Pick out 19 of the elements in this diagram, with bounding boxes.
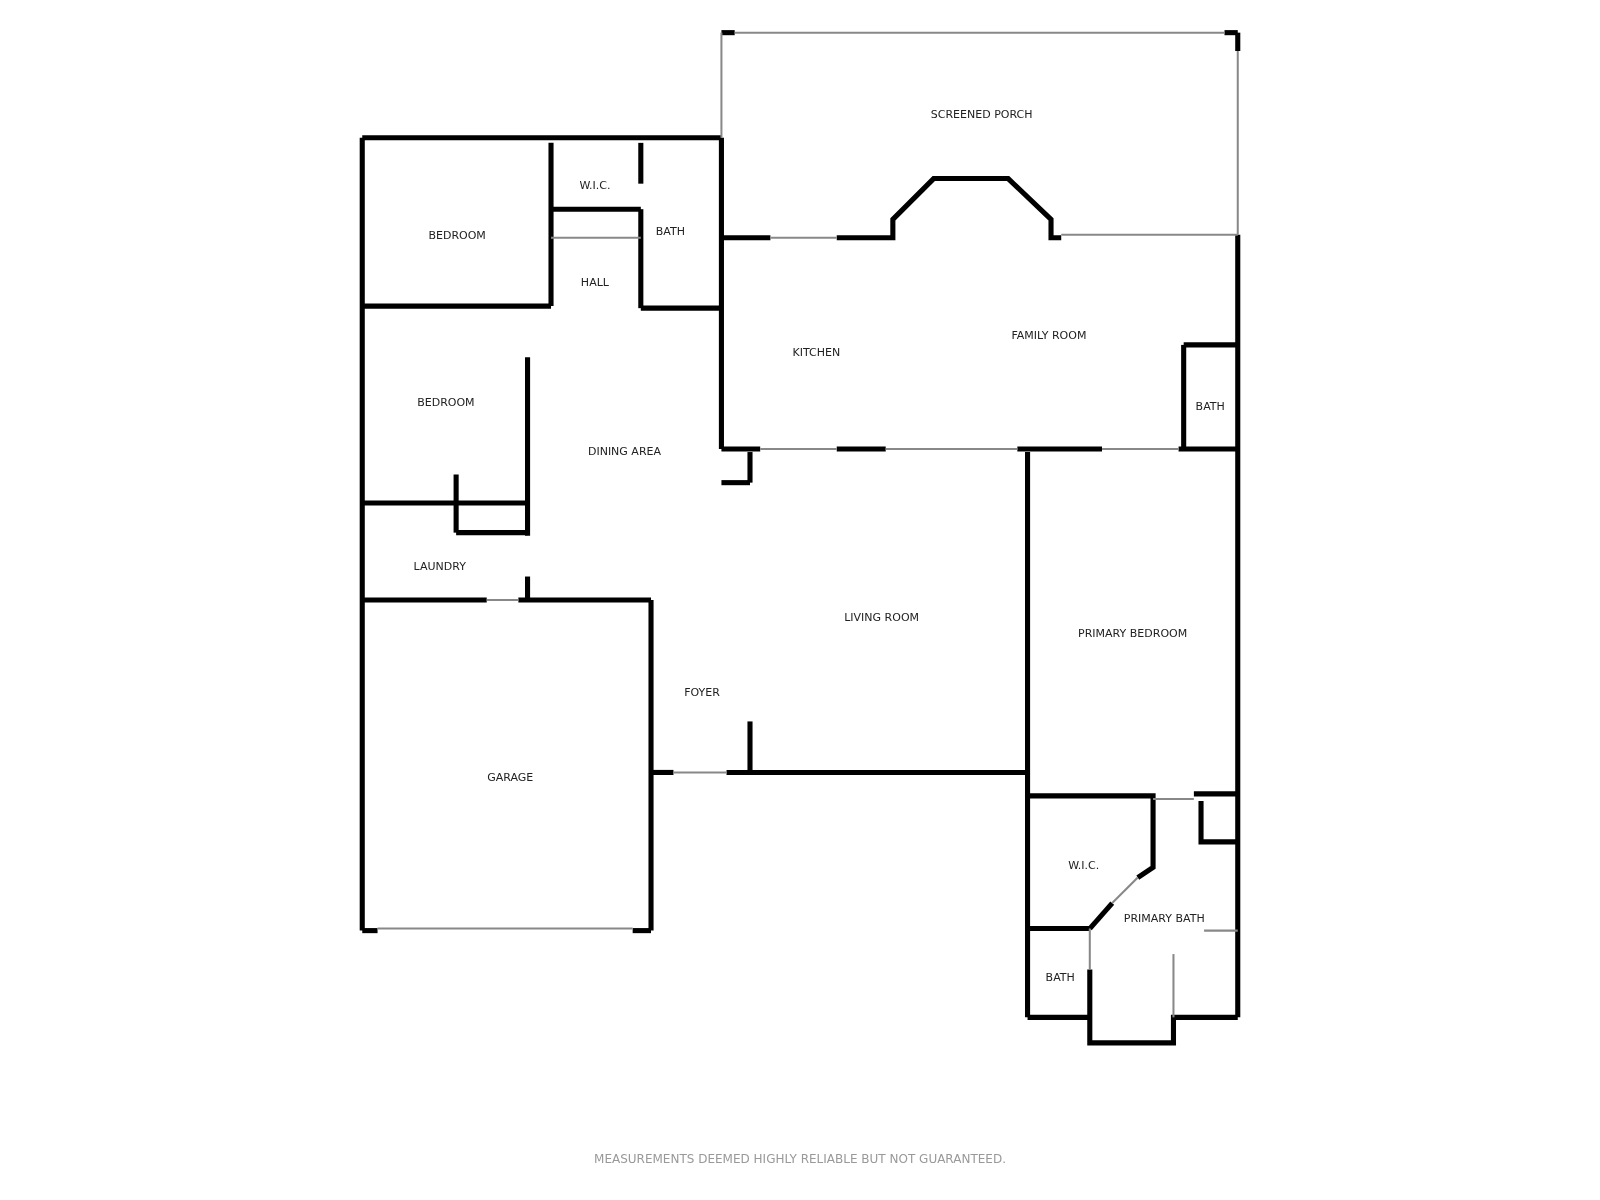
room-label: GARAGE xyxy=(487,770,534,783)
room-label: PRIMARY BEDROOM xyxy=(1078,626,1188,640)
room-label: PRIMARY BATH xyxy=(1123,911,1205,925)
room-label: BEDROOM xyxy=(417,395,475,409)
disclaimer-text: MEASUREMENTS DEEMED HIGHLY RELIABLE BUT NOT GUARANTEED. xyxy=(594,1152,1006,1167)
room-label: DINING AREA xyxy=(587,444,662,458)
room-label: FOYER xyxy=(684,685,720,699)
room-label: BATH xyxy=(1195,399,1225,413)
room-label: KITCHEN xyxy=(792,345,841,359)
room-label: BATH xyxy=(655,224,685,238)
room-label: W.I.C. xyxy=(1068,858,1100,872)
room-label: W.I.C. xyxy=(579,178,611,192)
room-label: FAMILY ROOM xyxy=(1011,328,1087,342)
room-label: BEDROOM xyxy=(428,228,486,242)
room-label: HALL xyxy=(580,275,609,289)
room-label: LAUNDRY xyxy=(413,559,466,573)
room-label: SCREENED PORCH xyxy=(930,107,1033,121)
room-label: BATH xyxy=(1045,970,1075,983)
room-label: LIVING ROOM xyxy=(844,610,920,624)
